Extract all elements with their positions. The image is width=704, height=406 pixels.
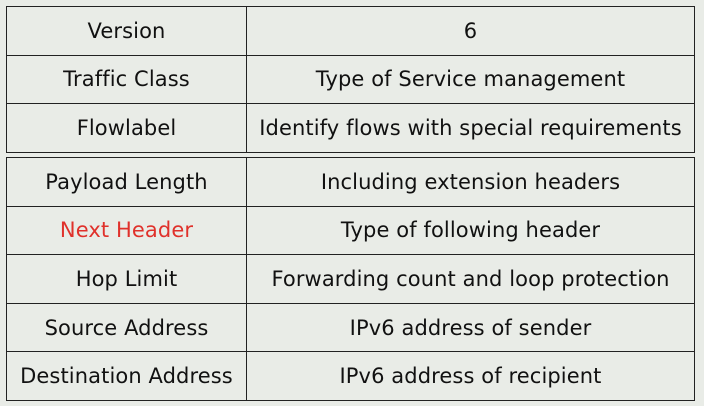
table-row: Version 6	[6, 6, 695, 56]
field-description-cell: Forwarding count and loop protection	[246, 254, 695, 304]
table-row: Hop Limit Forwarding count and loop prot…	[6, 254, 695, 304]
field-name-cell: Payload Length	[6, 157, 247, 207]
ipv6-header-table-top: Version 6 Traffic Class Type of Service …	[6, 6, 695, 153]
field-name-cell: Destination Address	[6, 351, 247, 401]
field-description-cell: Type of Service management	[246, 54, 695, 104]
field-name-cell: Traffic Class	[6, 54, 247, 104]
table-row: Traffic Class Type of Service management	[6, 54, 695, 104]
field-description-cell: Type of following header	[246, 205, 695, 256]
table-row: Source Address IPv6 address of sender	[6, 302, 695, 353]
field-description-cell: 6	[246, 6, 695, 56]
field-name-cell: Source Address	[6, 302, 247, 353]
table-row: Next Header Type of following header	[6, 205, 695, 256]
field-description-cell: IPv6 address of sender	[246, 302, 695, 353]
field-name-cell-highlighted: Next Header	[6, 205, 247, 256]
field-name-cell: Flowlabel	[6, 103, 247, 153]
ipv6-header-table-bottom: Payload Length Including extension heade…	[6, 157, 695, 401]
field-name-cell: Version	[6, 6, 247, 56]
field-description-cell: Including extension headers	[246, 157, 695, 207]
field-description-cell: Identify flows with special requirements	[246, 103, 695, 153]
table-row: Destination Address IPv6 address of reci…	[6, 351, 695, 401]
field-description-cell: IPv6 address of recipient	[246, 351, 695, 401]
field-name-cell: Hop Limit	[6, 254, 247, 304]
table-row: Flowlabel Identify flows with special re…	[6, 103, 695, 153]
table-row: Payload Length Including extension heade…	[6, 157, 695, 207]
